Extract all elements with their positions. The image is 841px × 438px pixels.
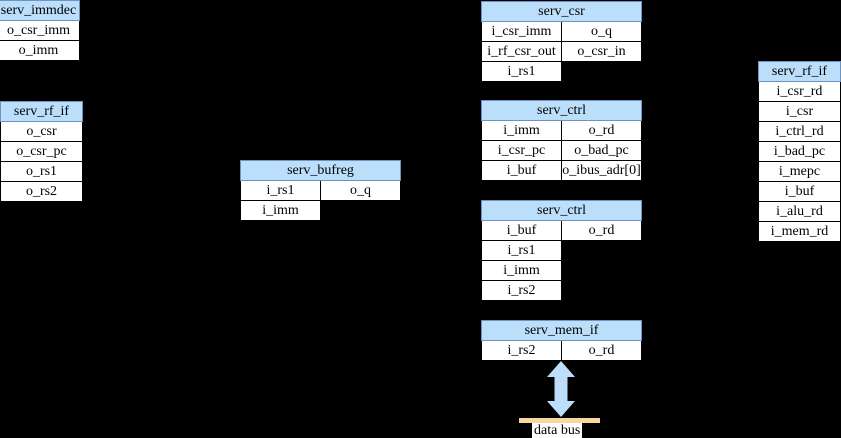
module-title: serv_ctrl (481, 100, 642, 121)
port-cell: i_imm (481, 120, 562, 141)
port-cell: i_imm (481, 260, 562, 281)
port-cell: i_buf (758, 181, 841, 202)
data-bus-bar (519, 418, 600, 423)
port-cell: i_buf (481, 220, 562, 241)
port-cell: i_imm (240, 200, 321, 221)
port-cell: i_alu_rd (758, 201, 841, 222)
port-cell: i_csr_pc (481, 140, 562, 161)
data-bus-label: data bus (532, 423, 583, 438)
module-title: serv_csr (481, 1, 642, 22)
port-cell: o_rs1 (0, 161, 83, 182)
port-cell: o_rd (561, 220, 642, 241)
port-cell: i_ctrl_rd (758, 121, 841, 142)
port-cell: o_csr_in (561, 41, 642, 62)
port-cell: o_ibus_adr[0] (561, 160, 642, 181)
port-cell: i_mepc (758, 161, 841, 182)
port-cell: o_csr_pc (0, 141, 83, 162)
port-cell: o_rd (561, 340, 642, 361)
port-cell: o_rs2 (0, 181, 83, 202)
port-cell: i_rf_csr_out (481, 41, 562, 62)
port-cell: i_rs1 (240, 180, 321, 201)
port-cell: i_csr (758, 101, 841, 122)
port-cell: i_bad_pc (758, 141, 841, 162)
port-cell: o_rd (561, 120, 642, 141)
port-cell: i_rs2 (481, 280, 562, 301)
port-cell: o_bad_pc (561, 140, 642, 161)
port-cell: i_rs2 (481, 340, 562, 361)
data-bus-arrow-icon (547, 361, 575, 417)
module-title: serv_ctrl (481, 200, 642, 221)
module-title: serv_rf_if (0, 101, 83, 122)
port-cell: i_rs1 (481, 240, 562, 261)
module-title: serv_immdec (0, 0, 80, 21)
port-cell: o_q (320, 180, 401, 201)
port-cell: o_csr_imm (0, 20, 80, 41)
port-cell: i_csr_rd (758, 81, 841, 102)
port-cell: o_q (561, 21, 642, 42)
port-cell: i_mem_rd (758, 221, 841, 242)
port-cell: o_imm (0, 40, 80, 61)
port-cell: i_csr_imm (481, 21, 562, 42)
port-cell: o_csr (0, 121, 83, 142)
module-title: serv_mem_if (481, 320, 642, 341)
module-title: serv_rf_if (758, 61, 841, 82)
port-cell: i_rs1 (481, 61, 562, 82)
module-title: serv_bufreg (240, 160, 401, 181)
port-cell: i_buf (481, 160, 562, 181)
